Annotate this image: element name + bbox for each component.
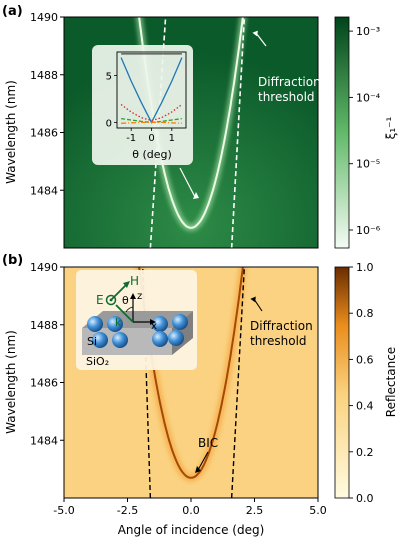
label-h: H xyxy=(130,274,139,288)
silicon-nanoparticles xyxy=(87,314,188,348)
diffraction-annotation-a-line1: Diffraction xyxy=(258,75,321,89)
y-tick-label: 1484 xyxy=(30,184,58,197)
silicon-sphere xyxy=(168,330,184,346)
y-tick-label: 1488 xyxy=(30,69,58,82)
y-tick-label: 1484 xyxy=(30,434,58,447)
inset-xlabel: θ (deg) xyxy=(132,148,172,161)
inset-y-tick-label: 5 xyxy=(106,71,112,82)
panel-a-inset: -1 0 1 0 5 θ (deg) xyxy=(92,45,193,165)
colorbar-tick-label: 10⁻⁴ xyxy=(356,91,381,104)
bic-label: BIC xyxy=(198,436,218,450)
x-tick-label: 2.5 xyxy=(246,504,264,517)
y-tick-label: 1486 xyxy=(30,377,58,390)
silicon-sphere xyxy=(87,316,103,332)
panel-label-a: (a) xyxy=(2,4,23,19)
diffraction-annotation-a-line2: threshold xyxy=(258,90,315,104)
panel-label-b: (b) xyxy=(2,253,23,268)
colorbar-a-label: ξ₁⁻¹ xyxy=(384,116,398,139)
diffraction-annotation-arrow-a xyxy=(255,32,267,47)
y-tick-label: 1490 xyxy=(30,11,58,24)
x-tick-label: 0.0 xyxy=(182,504,200,517)
colorbar-tick-label: 0.2 xyxy=(356,446,374,459)
colorbar-tick-label: 0.8 xyxy=(356,307,374,320)
k-vector xyxy=(115,304,134,323)
silicon-sphere xyxy=(172,314,188,330)
panel-b: 1484 1486 1488 1490 -5.0 -2.5 0.0 2.5 5.0 Wavel… xyxy=(4,261,398,537)
inset-x-tick-label: 0 xyxy=(148,133,154,144)
diffraction-annotation-b-line2: threshold xyxy=(250,334,307,348)
colorbar-a xyxy=(334,16,350,249)
x-tick-label: -2.5 xyxy=(117,504,138,517)
h-vector xyxy=(110,284,127,301)
panel-a-y-ticks: 1484 1486 1488 1490 xyxy=(30,11,64,197)
panel-b-xlabel: Angle of incidence (deg) xyxy=(118,523,265,537)
panel-b-x-ticks: -5.0 -2.5 0.0 2.5 5.0 xyxy=(53,498,327,517)
label-theta: θ xyxy=(122,294,129,307)
silicon-sphere xyxy=(152,331,168,347)
silicon-sphere xyxy=(107,316,123,332)
silicon-sphere xyxy=(152,316,168,332)
inset-y-tick-label: 0 xyxy=(106,118,112,129)
inset-series xyxy=(120,53,183,124)
silicon-sphere xyxy=(92,332,108,348)
panel-a-ylabel: Wavelength (nm) xyxy=(4,80,18,184)
inset-x-tick-label: -1 xyxy=(126,133,136,144)
colorbar-tick-label: 1.0 xyxy=(356,261,374,274)
colorbar-b-label: Reflectance xyxy=(384,347,398,417)
e-field-symbol xyxy=(105,294,117,306)
y-tick-label: 1488 xyxy=(30,319,58,332)
diffraction-line-right-b xyxy=(230,267,246,498)
panel-a: 1484 1486 1488 1490 Wavelength (nm) Diffrac… xyxy=(4,11,398,249)
colorbar-tick-label: 10⁻⁶ xyxy=(356,224,381,237)
label-k: k xyxy=(115,316,122,329)
bic-arrow xyxy=(197,451,209,471)
colorbar-b-ticks: 0.0 0.2 0.4 0.6 0.8 1.0 xyxy=(349,261,374,505)
resonance-band xyxy=(138,17,244,229)
panel-b-y-ticks: 1484 1486 1488 1490 xyxy=(30,261,64,447)
x-tick-label: -5.0 xyxy=(53,504,74,517)
label-z: z xyxy=(137,291,142,302)
colorbar-a-ticks: 10⁻⁶ 10⁻⁵ 10⁻⁴ 10⁻³ xyxy=(349,25,381,237)
inset-pointer-arrow xyxy=(179,167,196,198)
x-tick-label: 5.0 xyxy=(309,504,327,517)
inset-x-tick-label: 1 xyxy=(169,133,175,144)
colorbar-tick-label: 10⁻³ xyxy=(356,25,380,38)
y-tick-label: 1486 xyxy=(30,127,58,140)
inset-series-line xyxy=(120,103,183,122)
colorbar-tick-label: 0.4 xyxy=(356,400,374,413)
colorbar-b xyxy=(334,266,350,499)
label-e: E xyxy=(96,293,104,307)
diffraction-line-right xyxy=(230,17,246,248)
inset-ticks: -1 0 1 0 5 xyxy=(106,71,175,144)
label-x: x xyxy=(151,321,157,332)
colorbar-tick-label: 0.0 xyxy=(356,492,374,505)
colorbar-tick-label: 10⁻⁵ xyxy=(356,158,380,171)
diffraction-annotation-b-line1: Diffraction xyxy=(250,319,313,333)
y-tick-label: 1490 xyxy=(30,261,58,274)
structure-schematic: E H k θ z x Si SiO₂ xyxy=(76,270,197,370)
label-si: Si xyxy=(87,335,97,348)
colorbar-tick-label: 0.6 xyxy=(356,353,374,366)
silicon-sphere xyxy=(112,332,128,348)
inset-series-line xyxy=(121,121,182,124)
panel-b-ylabel: Wavelength (nm) xyxy=(4,330,18,434)
label-sio2: SiO₂ xyxy=(86,355,109,368)
